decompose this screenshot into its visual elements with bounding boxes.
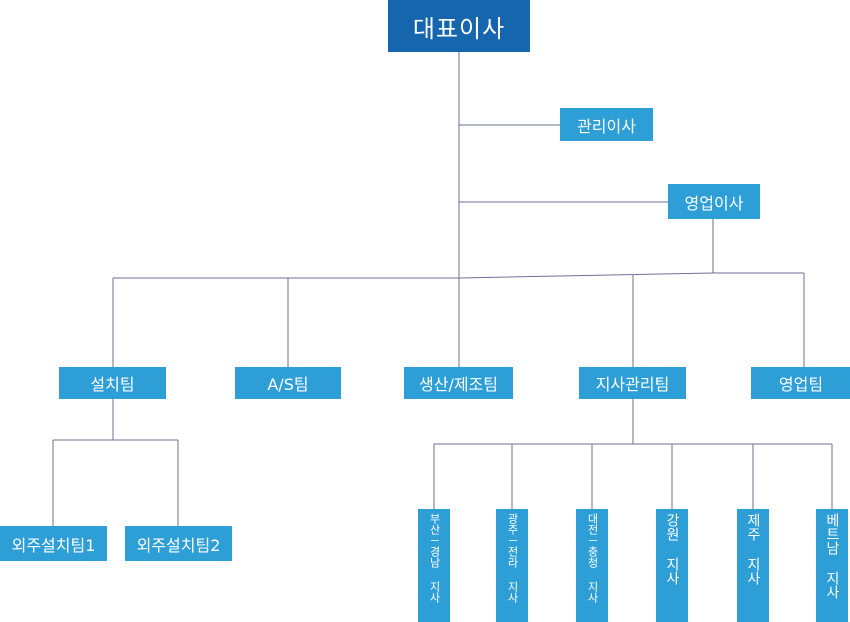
branch-gwangju-jeolla: 광주－전라 지사 — [496, 509, 528, 622]
branch-gangwon: 강원 지사 — [656, 509, 688, 622]
admin-director-box: 관리이사 — [560, 108, 653, 141]
install-subteam-2: 외주설치팀2 — [125, 526, 232, 561]
branch-daejeon-chungcheong: 대전－충청 지사 — [576, 509, 608, 622]
team-sales: 영업팀 — [751, 367, 850, 399]
sales-director-box: 영업이사 — [668, 184, 760, 219]
team-as: A/S팀 — [235, 367, 341, 399]
branch-jeju: 제주 지사 — [737, 509, 769, 622]
team-production: 생산/제조팀 — [404, 367, 513, 399]
team-branch-management: 지사관리팀 — [579, 367, 686, 399]
branch-busan-gyeongnam: 부산－경남 지사 — [418, 509, 450, 622]
team-install: 설치팀 — [59, 367, 166, 399]
ceo-box: 대표이사 — [388, 0, 530, 52]
install-subteam-1: 외주설치팀1 — [0, 526, 107, 561]
connector-team-bus-right — [458, 272, 804, 279]
branch-vietnam: 베트남 지사 — [816, 509, 848, 622]
